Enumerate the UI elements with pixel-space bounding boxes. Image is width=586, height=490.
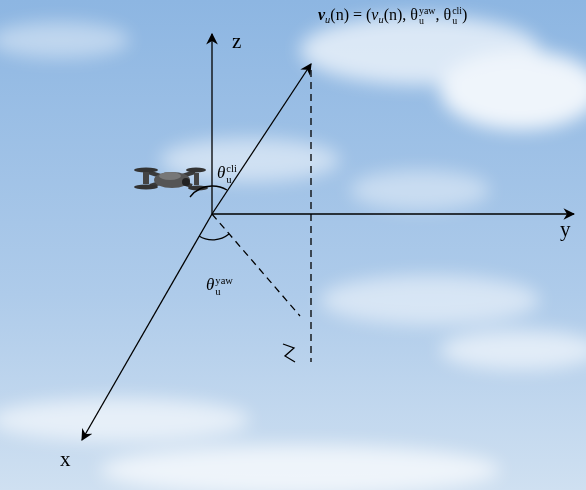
y-axis xyxy=(212,213,574,214)
velocity-vector xyxy=(212,64,311,214)
projection-line xyxy=(310,70,311,362)
axis-label: y xyxy=(560,218,571,241)
angle-arc xyxy=(199,234,229,240)
axis-label: z xyxy=(232,30,241,53)
angle-arc xyxy=(212,186,227,190)
axes xyxy=(82,34,574,440)
axis-label: x xyxy=(60,448,71,471)
clouds xyxy=(0,15,586,490)
velocity-formula: vu(n) = (vu(n), θuyaw, θucli) xyxy=(318,6,467,26)
projection-line xyxy=(212,214,300,316)
angle-label: θucli xyxy=(217,164,237,185)
angle-label: θuyaw xyxy=(206,276,233,297)
z-axis xyxy=(211,34,212,214)
x-axis xyxy=(82,214,212,440)
drone xyxy=(134,168,208,191)
break-mark xyxy=(283,344,295,362)
angle-arc xyxy=(190,186,212,197)
